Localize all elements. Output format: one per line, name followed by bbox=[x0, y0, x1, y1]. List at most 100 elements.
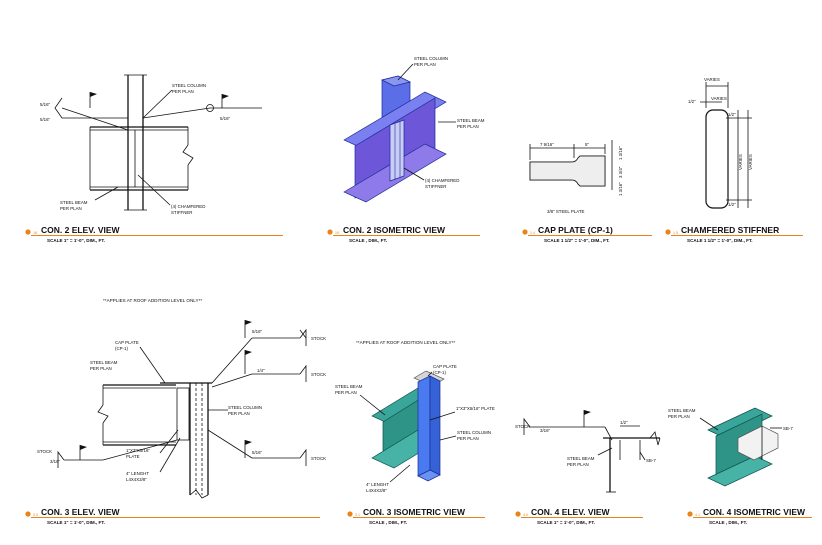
svg-text:PLATE: PLATE bbox=[126, 454, 140, 459]
svg-text:PER PLAN: PER PLAN bbox=[90, 366, 112, 371]
svg-text:STEEL COLUMN: STEEL COLUMN bbox=[457, 430, 491, 435]
svg-text:1 3/16": 1 3/16" bbox=[618, 146, 623, 160]
detail-title: CHAMFERED STIFFNER bbox=[681, 225, 779, 235]
detail-con2-elev: 5/16" 5/16" 5/16" STEEL COLUMN PER PLAN … bbox=[40, 74, 262, 215]
detail-title: CON. 3 ISOMETRIC VIEW bbox=[363, 507, 466, 517]
svg-text:(CP-1): (CP-1) bbox=[433, 370, 446, 375]
svg-text:STEEL BEAM: STEEL BEAM bbox=[90, 360, 118, 365]
svg-text:PER PLAN: PER PLAN bbox=[228, 411, 250, 416]
detail-con3-iso: **APPLIES AT ROOF ADDITION LEVEL ONLY** … bbox=[335, 340, 495, 493]
svg-text:3/16": 3/16" bbox=[50, 459, 61, 464]
svg-text:PER PLAN: PER PLAN bbox=[457, 436, 479, 441]
svg-text:VARIES: VARIES bbox=[711, 96, 727, 101]
title-bullet bbox=[515, 511, 521, 517]
title-bullet bbox=[25, 511, 31, 517]
detail-title: CON. 3 ELEV. VIEW bbox=[41, 507, 121, 517]
svg-text:PER PLAN: PER PLAN bbox=[60, 206, 82, 211]
detail-title: CON. 2 ELEV. VIEW bbox=[41, 225, 121, 235]
detail-scale: SCALE , DIM., FT. bbox=[349, 238, 387, 243]
svg-text:5/16": 5/16" bbox=[40, 117, 51, 122]
detail-cap-plate: 7 9/16" 5" 1 3/16" 3 3/4" 1 3/16" 3/8" S… bbox=[529, 140, 623, 214]
svg-text:STIFFNER: STIFFNER bbox=[171, 210, 192, 215]
svg-text:SB-7: SB-7 bbox=[783, 426, 793, 431]
svg-text:PER PLAN: PER PLAN bbox=[335, 390, 357, 395]
svg-text:1"X3"X5/16" PLATE: 1"X3"X5/16" PLATE bbox=[456, 406, 495, 411]
detail-con3-elev: **APPLIES AT ROOF ADDITION LEVEL ONLY** … bbox=[37, 298, 326, 499]
detail-title: CON. 2 ISOMETRIC VIEW bbox=[343, 225, 446, 235]
svg-text:4" LENGHT: 4" LENGHT bbox=[126, 471, 149, 476]
svg-text:L4X4X3/8": L4X4X3/8" bbox=[366, 488, 387, 493]
svg-text:STEEL BEAM: STEEL BEAM bbox=[60, 200, 88, 205]
svg-text:(CP-1): (CP-1) bbox=[115, 346, 128, 351]
svg-text:7 9/16": 7 9/16" bbox=[540, 142, 554, 147]
svg-text:STOCK: STOCK bbox=[311, 456, 326, 461]
svg-text:STEEL COLUMN: STEEL COLUMN bbox=[414, 56, 448, 61]
svg-text:VARIES: VARIES bbox=[704, 77, 720, 82]
svg-text:CAP PLATE: CAP PLATE bbox=[433, 364, 457, 369]
title-bullet bbox=[687, 511, 693, 517]
detail-number: 3.1 bbox=[355, 513, 360, 517]
svg-text:5/16": 5/16" bbox=[220, 116, 231, 121]
svg-text:PER PLAN: PER PLAN bbox=[457, 124, 479, 129]
detail-number: 3.0 bbox=[33, 513, 38, 517]
svg-text:**APPLIES AT ROOF ADDITION LEV: **APPLIES AT ROOF ADDITION LEVEL ONLY** bbox=[103, 298, 202, 303]
title-bullet bbox=[665, 229, 671, 235]
detail-title: CAP PLATE (CP-1) bbox=[538, 225, 613, 235]
title-bullet bbox=[347, 511, 353, 517]
svg-text:(4) CHAMFERED: (4) CHAMFERED bbox=[425, 178, 459, 183]
svg-text:STEEL BEAM: STEEL BEAM bbox=[567, 456, 595, 461]
detail-con4-elev: 3/16" STOCK 1/2" STEEL BEAM PER PLAN SB-… bbox=[515, 410, 661, 493]
svg-text:(4) CHAMFERED: (4) CHAMFERED bbox=[171, 204, 205, 209]
svg-text:STOCK: STOCK bbox=[515, 424, 530, 429]
svg-text:1/4": 1/4" bbox=[257, 368, 265, 373]
svg-text:1/2": 1/2" bbox=[688, 99, 696, 104]
svg-text:STEEL COLUMN: STEEL COLUMN bbox=[172, 83, 206, 88]
svg-text:1 3/16": 1 3/16" bbox=[618, 182, 623, 196]
svg-text:STOCK: STOCK bbox=[311, 336, 326, 341]
detail-scale: SCALE 1" = 1'-0", DIM., FT. bbox=[47, 520, 105, 525]
svg-text:PER PLAN: PER PLAN bbox=[414, 62, 436, 67]
svg-text:5/16": 5/16" bbox=[252, 450, 263, 455]
svg-text:1"X3"X5/16": 1"X3"X5/16" bbox=[126, 448, 150, 453]
detail-scale: SCALE , DIM., FT. bbox=[709, 520, 747, 525]
title-bullet bbox=[25, 229, 31, 235]
svg-text:PER PLAN: PER PLAN bbox=[172, 89, 194, 94]
svg-text:STEEL BEAM: STEEL BEAM bbox=[457, 118, 485, 123]
detail-title: CON. 4 ISOMETRIC VIEW bbox=[703, 507, 806, 517]
svg-text:1/2": 1/2" bbox=[728, 112, 736, 117]
svg-text:3/16": 3/16" bbox=[540, 428, 551, 433]
detail-title-block: 19 CON. 2 ISOMETRIC VIEW SCALE , DIM., FT. bbox=[327, 225, 480, 243]
detail-con2-iso: STEEL COLUMN PER PLAN STEEL BEAM PER PLA… bbox=[343, 56, 485, 203]
svg-text:STOCK: STOCK bbox=[37, 449, 52, 454]
detail-number: 1.5 bbox=[673, 231, 678, 235]
svg-text:3/8" STEEL PLATE: 3/8" STEEL PLATE bbox=[547, 209, 585, 214]
svg-text:4" LENGHT: 4" LENGHT bbox=[366, 482, 389, 487]
svg-text:SB-7: SB-7 bbox=[646, 458, 656, 463]
svg-text:3 3/4": 3 3/4" bbox=[618, 166, 623, 178]
svg-text:PER PLAN: PER PLAN bbox=[567, 462, 589, 467]
svg-text:STIFFNER: STIFFNER bbox=[425, 184, 446, 189]
svg-text:STOCK: STOCK bbox=[311, 372, 326, 377]
svg-text:STEEL COLUMN: STEEL COLUMN bbox=[228, 405, 262, 410]
detail-scale: SCALE 1" = 1'-0", DIM., FT. bbox=[537, 520, 595, 525]
detail-chamfered-stiffner: VARIES 1/2" VARIES VARIES VARIES 1/2" 1/… bbox=[688, 77, 753, 209]
svg-text:L4X4X3/8": L4X4X3/8" bbox=[126, 477, 147, 482]
title-bullet bbox=[522, 229, 528, 235]
detail-scale: SCALE 1" = 1'-0", DIM., FT. bbox=[47, 238, 105, 243]
detail-scale: SCALE 1 1/2" = 1'-0", DIM., FT. bbox=[544, 238, 610, 243]
detail-scale: SCALE , DIM., FT. bbox=[369, 520, 407, 525]
svg-text:CAP PLATE: CAP PLATE bbox=[115, 340, 139, 345]
detail-number: 4.0 bbox=[523, 513, 528, 517]
svg-text:VARIES: VARIES bbox=[748, 154, 753, 170]
svg-text:VARIES: VARIES bbox=[738, 154, 743, 170]
detail-number: 19 bbox=[335, 231, 339, 235]
